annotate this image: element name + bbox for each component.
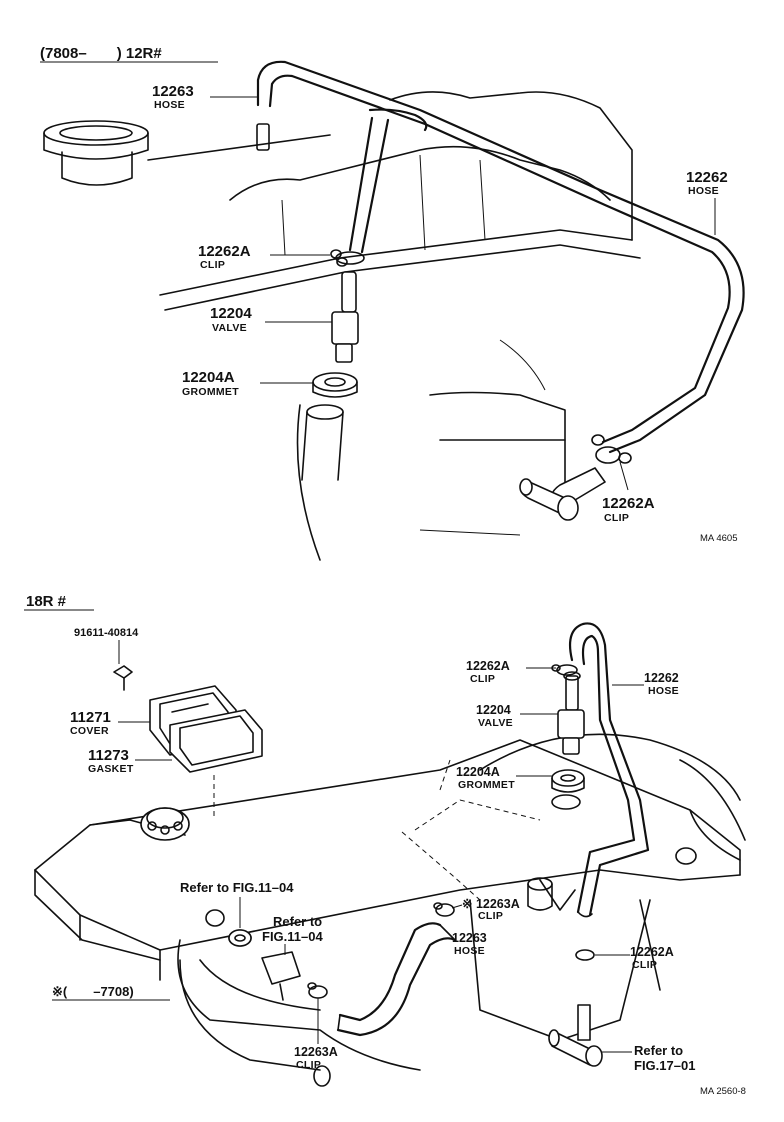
refer-fig-17-01: Refer to FIG.17–01 (602, 1043, 695, 1073)
part-name: COVER (70, 725, 109, 737)
label-bottom-12263A-clip-lower: 12263A CLIP (294, 998, 338, 1071)
top-section: (7808– ) 12R# (40, 45, 745, 561)
label-bottom-11273-gasket: 11273 GASKET (88, 747, 172, 775)
label-top-12204A-grommet: 12204A GROMMET (182, 369, 313, 398)
part-number: 12262 (644, 671, 679, 685)
top-pcv-valve (331, 271, 359, 363)
part-name: CLIP (604, 512, 629, 524)
part-number: 11271 (70, 709, 111, 726)
refer-text-line2: FIG.17–01 (634, 1058, 695, 1073)
label-bottom-12263A-clip-upper: ※ 12263A CLIP (451, 897, 520, 922)
top-hose-12263 (256, 108, 428, 254)
refer-text-line1: Refer to (273, 914, 322, 929)
label-bottom-12262A-clip-lower: 12262A CLIP (595, 945, 674, 971)
top-clip-lower (591, 434, 632, 464)
part-name: HOSE (648, 685, 679, 697)
refer-text-line2: FIG.11–04 (262, 929, 323, 944)
bottom-air-pipe (675, 759, 746, 865)
part-name: GROMMET (458, 779, 515, 791)
part-number: 12262 (686, 169, 728, 186)
bottom-clip-12263A-upper (433, 902, 455, 917)
label-top-12262-hose: 12262 HOSE (686, 169, 728, 235)
top-elbow-fitting (519, 467, 606, 521)
part-number: 12204 (210, 305, 252, 322)
label-bottom-12262A-clip-upper: 12262A CLIP (466, 659, 556, 685)
part-number: 12262A (198, 243, 251, 260)
part-number: 12263A (294, 1045, 338, 1059)
part-name: HOSE (688, 185, 719, 197)
part-number: 12204A (456, 765, 500, 779)
top-section-header: (7808– ) 12R# (40, 45, 162, 62)
part-number: 12263 (452, 931, 487, 945)
bottom-bolt (113, 640, 133, 691)
part-name: CLIP (478, 910, 503, 922)
part-name: VALVE (478, 717, 513, 729)
bottom-elbow-fitting (548, 1004, 603, 1067)
part-number: 12262A (466, 659, 510, 673)
bottom-section-header: 18R # (26, 593, 67, 610)
bottom-head-cover (34, 733, 741, 1071)
part-number: 12262A (630, 945, 674, 959)
part-number: 12262A (602, 495, 655, 512)
part-name: HOSE (154, 99, 185, 111)
bottom-grommet (551, 769, 585, 810)
part-name: CLIP (296, 1059, 321, 1071)
part-name: CLIP (470, 673, 495, 685)
bottom-section: 18R # (24, 593, 746, 1097)
top-clip-upper (330, 249, 365, 267)
part-name: GROMMET (182, 386, 239, 398)
label-top-12262A-clip: 12262A CLIP (198, 243, 330, 271)
refer-text-line1: Refer to (634, 1043, 683, 1058)
label-bottom-12262-hose: 12262 HOSE (612, 671, 679, 697)
part-name: CLIP (632, 959, 657, 971)
top-hose-12262 (256, 60, 745, 454)
part-number: 12263 (152, 83, 194, 100)
top-head-cover (147, 91, 641, 561)
label-bottom-12204A-grommet: 12204A GROMMET (456, 765, 552, 791)
part-number: 12204 (476, 703, 511, 717)
oil-filler-cap (43, 120, 149, 186)
part-name: CLIP (200, 259, 225, 271)
bottom-lower-pipe (179, 959, 331, 1087)
label-bottom-91611-40814: 91611-40814 (74, 627, 139, 639)
top-figure-code: MA 4605 (700, 533, 738, 544)
refer-text: Refer to FIG.11–04 (180, 880, 294, 895)
label-bottom-12204-valve: 12204 VALVE (476, 703, 558, 729)
bottom-clip-12262A-lower (575, 949, 595, 961)
label-bottom-12263-hose: 12263 HOSE (452, 931, 487, 957)
part-name: HOSE (454, 945, 485, 957)
part-number: 91611-40814 (74, 627, 139, 639)
refer-fig-11-04-a: Refer to FIG.11–04 (180, 880, 294, 947)
part-name: GASKET (88, 763, 134, 775)
refer-fig-11-04-b: Refer to FIG.11–04 (262, 914, 323, 955)
bottom-figure-code: MA 2560-8 (700, 1086, 746, 1097)
bottom-fitting-left (228, 929, 301, 1001)
bottom-oil-filler-cap (140, 807, 190, 841)
bottom-clip-12263A-lower (307, 982, 328, 999)
bottom-hose-12262 (568, 622, 650, 918)
label-bottom-11271-cover: 11271 COVER (70, 709, 150, 737)
bottom-note: ※( –7708) (52, 984, 134, 999)
label-top-12204-valve: 12204 VALVE (210, 305, 332, 334)
top-breather-pipe (301, 404, 344, 481)
part-number: 11273 (88, 747, 129, 764)
bottom-gasket-11273 (169, 709, 263, 773)
bottom-hose-12263 (336, 922, 457, 1037)
top-grommet (312, 372, 358, 398)
bottom-dashed-leaders (213, 759, 541, 901)
part-name: VALVE (212, 322, 247, 334)
part-number: ※ 12263A (462, 897, 520, 911)
part-number: 12204A (182, 369, 235, 386)
washer-ring (228, 929, 252, 947)
bottom-pcv-valve (557, 671, 585, 755)
label-top-12263-hose: 12263 HOSE (152, 83, 257, 111)
label-top-12262A-clip-lower: 12262A CLIP (602, 461, 655, 524)
